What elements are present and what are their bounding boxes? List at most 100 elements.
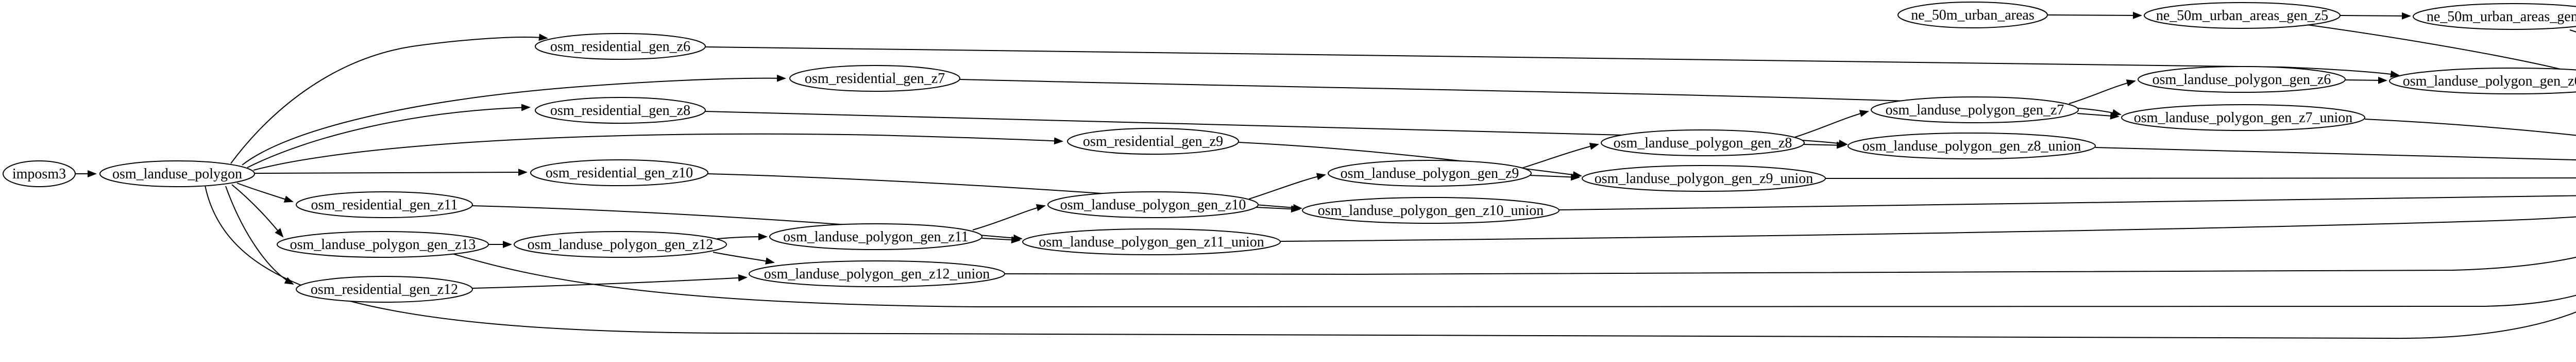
edge-osm_landuse_polygon_gen_z9-to-osm_landuse_polygon_gen_z8 [1521, 142, 1599, 169]
node-label-osm_residential_gen_z12: osm_residential_gen_z12 [311, 282, 458, 298]
node-label-osm_landuse_polygon_gen_z13: osm_landuse_polygon_gen_z13 [290, 237, 476, 253]
edge-osm_landuse_polygon_gen_z7-to-osm_landuse_polygon_gen_z7_union [2077, 112, 2120, 120]
node-label-osm_landuse_polygon: osm_landuse_polygon [112, 166, 242, 182]
node-shape-osm_landuse_polygon_gen_z13 [277, 231, 489, 258]
nodes-layer: imposm3 osm_landuse_polygon osm_residentia… [3, 2, 2576, 303]
node-shape-osm_landuse_polygon_gen_z7_union [2121, 104, 2365, 131]
node-shape-osm_residential_gen_z9 [1067, 128, 1239, 155]
node-shape-osm_landuse_polygon_gen_z10_union [1302, 197, 1560, 224]
node-shape-osm_landuse_polygon_gen_z8_union [1848, 133, 2096, 159]
edge-osm_landuse_polygon_gen_z7-to-osm_landuse_polygon_gen_z6 [2069, 79, 2136, 104]
edge-osm_landuse_polygon_gen_z10-to-osm_landuse_polygon_gen_z9 [1248, 173, 1326, 200]
node-osm_landuse_polygon_gen_z12_union: osm_landuse_polygon_gen_z12_union [749, 260, 1005, 287]
node-shape-ne_50m_urban_areas_gen_z4 [2413, 3, 2576, 30]
edge-osm_landuse_polygon_gen_z11_union-to-layer_landuse-z11 [1280, 216, 2576, 242]
node-shape-imposm3 [3, 160, 76, 187]
edge-osm_residential_gen_z6-to-osm_landuse_polygon_gen_z6_union [705, 46, 2400, 78]
edge-osm_landuse_polygon_gen_z7_union-to-layer_landuse-z7 [2364, 119, 2576, 136]
node-ne_50m_urban_areas_gen_z5: ne_50m_urban_areas_gen_z5 [2144, 2, 2341, 29]
node-shape-osm_residential_gen_z6 [535, 33, 706, 60]
node-shape-osm_residential_gen_z10 [530, 159, 708, 186]
node-label-osm_landuse_polygon_gen_z10: osm_landuse_polygon_gen_z10 [1060, 197, 1246, 213]
node-ne_50m_urban_areas_gen_z4: ne_50m_urban_areas_gen_z4 [2413, 3, 2576, 30]
edge-osm_residential_gen_z9-to-osm_landuse_polygon_gen_z9_union [1238, 142, 1582, 178]
node-shape-osm_landuse_polygon_gen_z11_union [1022, 228, 1281, 255]
node-osm_residential_gen_z12: osm_residential_gen_z12 [296, 276, 473, 303]
node-shape-ne_50m_urban_areas [1897, 2, 2048, 28]
node-shape-osm_landuse_polygon_gen_z7 [1871, 96, 2079, 123]
node-label-osm_landuse_polygon_gen_z12: osm_landuse_polygon_gen_z12 [528, 237, 714, 253]
node-label-ne_50m_urban_areas: ne_50m_urban_areas [1911, 7, 2034, 23]
node-label-osm_landuse_polygon_gen_z11_union: osm_landuse_polygon_gen_z11_union [1039, 234, 1264, 250]
edge-ne_50m_urban_areas_gen_z5-to-ne_50m_urban_areas_gen_z4 [2340, 12, 2411, 20]
node-shape-osm_landuse_polygon_gen_z12 [514, 231, 727, 258]
node-osm_residential_gen_z10: osm_residential_gen_z10 [530, 159, 708, 186]
node-label-osm_residential_gen_z9: osm_residential_gen_z9 [1083, 134, 1223, 150]
node-osm_landuse_polygon_gen_z9: osm_landuse_polygon_gen_z9 [1328, 160, 1532, 187]
node-shape-osm_residential_gen_z12 [296, 276, 473, 303]
edge-osm_landuse_polygon_gen_z11-to-osm_landuse_polygon_gen_z10 [972, 204, 1046, 231]
edge-osm_landuse_polygon-to-osm_landuse_polygon_gen_z13 [231, 184, 284, 238]
node-label-ne_50m_urban_areas_gen_z5: ne_50m_urban_areas_gen_z5 [2156, 8, 2328, 24]
edge-osm_landuse_polygon_gen_z8_union-to-layer_landuse-z8 [2095, 147, 2576, 160]
edge-osm_landuse_polygon-to-osm_residential_gen_z6 [230, 34, 548, 164]
node-label-osm_residential_gen_z8: osm_residential_gen_z8 [550, 103, 690, 119]
edge-osm_landuse_polygon_gen_z8-to-osm_landuse_polygon_gen_z8_union [1803, 141, 1846, 149]
node-osm_landuse_polygon_gen_z12: osm_landuse_polygon_gen_z12 [514, 231, 727, 258]
node-label-osm_landuse_polygon_gen_z9: osm_landuse_polygon_gen_z9 [1341, 166, 1519, 182]
node-label-osm_landuse_polygon_gen_z6: osm_landuse_polygon_gen_z6 [2153, 72, 2331, 88]
node-label-osm_landuse_polygon_gen_z7: osm_landuse_polygon_gen_z7 [1886, 102, 2064, 118]
node-label-osm_residential_gen_z6: osm_residential_gen_z6 [550, 39, 690, 55]
node-osm_landuse_polygon_gen_z10: osm_landuse_polygon_gen_z10 [1047, 191, 1259, 218]
node-osm_landuse_polygon_gen_z11: osm_landuse_polygon_gen_z11 [769, 223, 982, 250]
node-imposm3: imposm3 [3, 160, 76, 187]
node-osm_landuse_polygon_gen_z8_union: osm_landuse_polygon_gen_z8_union [1848, 133, 2096, 159]
edges-layer [75, 11, 2576, 339]
edge-osm_residential_gen_z12-to-osm_landuse_polygon_gen_z12_union [472, 274, 748, 289]
edge-osm_landuse_polygon-to-osm_residential_gen_z7 [242, 74, 786, 166]
node-shape-osm_landuse_polygon_gen_z6 [2138, 66, 2346, 93]
node-label-ne_50m_urban_areas_gen_z4: ne_50m_urban_areas_gen_z4 [2427, 9, 2576, 25]
node-osm_landuse_polygon: osm_landuse_polygon [99, 160, 255, 187]
node-ne_50m_urban_areas: ne_50m_urban_areas [1897, 2, 2048, 28]
node-osm_residential_gen_z6: osm_residential_gen_z6 [535, 33, 706, 60]
node-shape-osm_residential_gen_z7 [789, 65, 960, 92]
node-osm_residential_gen_z9: osm_residential_gen_z9 [1067, 128, 1239, 155]
node-osm_landuse_polygon_gen_z9_union: osm_landuse_polygon_gen_z9_union [1582, 165, 1826, 192]
node-shape-osm_landuse_polygon_gen_z8 [1601, 129, 1805, 156]
node-shape-osm_residential_gen_z11 [296, 191, 473, 218]
edge-osm_landuse_polygon-to-osm_residential_gen_z10 [254, 169, 528, 176]
node-osm_landuse_polygon_gen_z8: osm_landuse_polygon_gen_z8 [1601, 129, 1805, 156]
edge-osm_landuse_polygon-to-osm_residential_gen_z12 [225, 186, 294, 285]
edge-osm_landuse_polygon_gen_z12-to-osm_landuse_polygon_gen_z11 [717, 233, 768, 241]
node-shape-ne_50m_urban_areas_gen_z5 [2144, 2, 2341, 29]
node-label-osm_landuse_polygon_gen_z8: osm_landuse_polygon_gen_z8 [1614, 135, 1792, 151]
node-shape-osm_landuse_polygon_gen_z6_union [2389, 68, 2576, 94]
node-osm_landuse_polygon_gen_z6_union: osm_landuse_polygon_gen_z6_union [2389, 68, 2576, 94]
node-osm_landuse_polygon_gen_z13: osm_landuse_polygon_gen_z13 [277, 231, 489, 258]
node-label-osm_landuse_polygon_gen_z6_union: osm_landuse_polygon_gen_z6_union [2403, 73, 2576, 89]
node-osm_landuse_polygon_gen_z6: osm_landuse_polygon_gen_z6 [2138, 66, 2346, 93]
node-label-osm_landuse_polygon_gen_z7_union: osm_landuse_polygon_gen_z7_union [2134, 110, 2353, 126]
node-osm_landuse_polygon_gen_z7_union: osm_landuse_polygon_gen_z7_union [2121, 104, 2365, 131]
node-shape-osm_residential_gen_z8 [535, 97, 706, 124]
edge-osm_landuse_polygon-to-osm_residential_gen_z11 [236, 183, 294, 203]
node-label-osm_landuse_polygon_gen_z12_union: osm_landuse_polygon_gen_z12_union [764, 266, 990, 282]
node-label-osm_landuse_polygon_gen_z11: osm_landuse_polygon_gen_z11 [783, 229, 969, 245]
node-osm_landuse_polygon_gen_z10_union: osm_landuse_polygon_gen_z10_union [1302, 197, 1560, 224]
node-label-osm_landuse_polygon_gen_z9_union: osm_landuse_polygon_gen_z9_union [1595, 171, 1814, 187]
node-shape-osm_landuse_polygon_gen_z11 [769, 223, 982, 250]
node-shape-osm_landuse_polygon_gen_z9_union [1582, 165, 1826, 192]
node-label-osm_residential_gen_z7: osm_residential_gen_z7 [805, 71, 945, 87]
node-osm_residential_gen_z7: osm_residential_gen_z7 [789, 65, 960, 92]
edge-osm_landuse_polygon_gen_z10_union-to-layer_landuse-z10 [1558, 195, 2576, 210]
node-shape-osm_landuse_polygon_gen_z12_union [749, 260, 1005, 287]
node-label-imposm3: imposm3 [12, 166, 66, 182]
node-osm_residential_gen_z8: osm_residential_gen_z8 [535, 97, 706, 124]
node-label-osm_residential_gen_z11: osm_residential_gen_z11 [311, 197, 457, 213]
node-osm_residential_gen_z11: osm_residential_gen_z11 [296, 191, 473, 218]
edge-osm_landuse_polygon_gen_z9-to-osm_landuse_polygon_gen_z9_union [1530, 173, 1580, 181]
edge-osm_landuse_polygon_gen_z12-to-osm_landuse_polygon_gen_z12_union [713, 252, 775, 265]
